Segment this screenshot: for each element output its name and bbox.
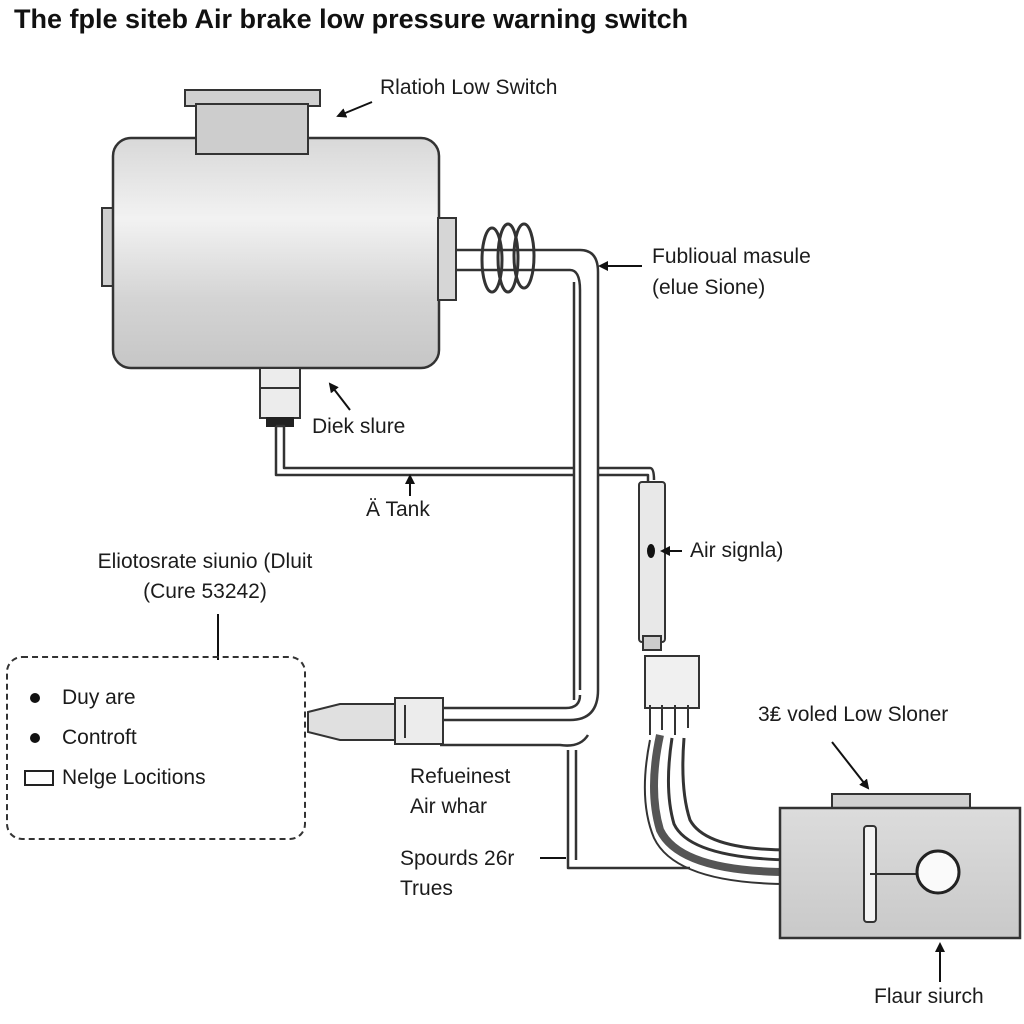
coil-fitting: [480, 222, 536, 294]
label-drain: Diek slure: [312, 415, 406, 438]
air-lines: [274, 248, 690, 870]
label-top-switch: Rlatioh Low Switch: [380, 76, 558, 99]
label-reference-line1: Refueinest: [410, 765, 511, 788]
drain-fitting: [259, 367, 301, 427]
label-fitting-line1: Fublioual masule: [652, 245, 811, 268]
bullet-icon: [30, 733, 40, 743]
label-reference-line2: Air whar: [410, 795, 488, 818]
legend-item: Controft: [24, 726, 137, 750]
label-supply-line1: Spourds 26r: [400, 847, 515, 870]
label-circuit-line2: (Cure 53242): [143, 580, 267, 603]
label-fitting-line2: (elue Sione): [652, 276, 766, 299]
legend-item: Duy are: [24, 686, 136, 710]
wire-harness: [643, 734, 791, 885]
diagram-title: The fple siteb Air brake low pressure wa…: [14, 4, 689, 34]
legend-label: Nelge Locitions: [62, 766, 206, 789]
air-tank: [101, 136, 457, 370]
warning-switch-box: [778, 793, 1022, 940]
leader-arrows: [217, 101, 945, 982]
legend-label: Duy are: [62, 686, 136, 709]
label-flair-switch: Flaur siurch: [874, 985, 984, 1008]
inline-fitting: [307, 697, 444, 745]
legend-box: Duy are Controft Nelge Locitions: [6, 656, 306, 840]
label-tank: Ä Tank: [366, 498, 430, 521]
label-circuit-line1: Eliotosrate siunio (Dluit: [97, 550, 313, 573]
label-signal: Air signla): [690, 539, 784, 562]
legend-item: Nelge Locitions: [24, 766, 206, 790]
legend-label: Controft: [62, 726, 137, 749]
box-icon: [24, 770, 54, 786]
air-signal-unit: [638, 481, 700, 735]
label-volted-switch: 3₤ voled Low Sloner: [758, 703, 949, 726]
label-supply-line2: Trues: [400, 877, 453, 900]
low-pressure-switch-top: [184, 89, 321, 155]
bullet-icon: [30, 693, 40, 703]
